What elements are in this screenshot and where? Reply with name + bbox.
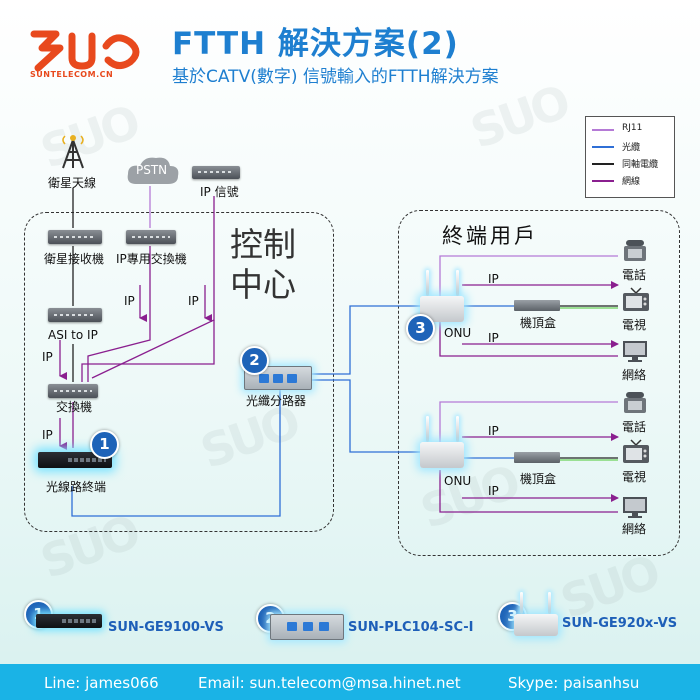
onu-antenna xyxy=(456,416,459,442)
switch-device xyxy=(48,384,98,398)
computer-icon xyxy=(623,497,647,518)
phone-label: 電話 xyxy=(622,420,647,434)
asi-to-ip-device xyxy=(48,308,102,322)
onu-device xyxy=(420,442,464,468)
olt-device xyxy=(38,452,112,468)
page-subtitle: 基於CATV(數字) 信號輸入的FTTH解決方案 xyxy=(172,67,499,87)
phone-label: 電話 xyxy=(622,268,647,282)
product-olt-image xyxy=(36,614,102,628)
onu-antenna xyxy=(426,270,429,296)
stb-label: 機頂盒 xyxy=(520,316,557,330)
ip-switch-device xyxy=(126,230,176,244)
ip-label: IP xyxy=(488,484,499,498)
pstn-cloud-icon xyxy=(127,157,179,184)
satellite-antenna-icon xyxy=(62,135,84,169)
end-user-box xyxy=(398,210,680,556)
switch-label: 交換機 xyxy=(56,400,93,414)
product-splitter-image xyxy=(270,614,344,640)
product-model-1: SUN-GE9100-VS xyxy=(108,620,224,635)
ip-signal-label: IP 信號 xyxy=(200,185,239,199)
satellite-receiver-label: 衛星接收機 xyxy=(44,252,105,266)
tv-icon xyxy=(623,439,649,463)
end-user-title: 終端用戶 xyxy=(442,224,538,248)
legend-item-fiber: 光纜 xyxy=(592,140,670,153)
control-center-title-line1: 控制 xyxy=(230,225,296,264)
suntelecom-logo xyxy=(30,30,140,72)
footer-skype: Skype: paisanhsu xyxy=(508,674,640,692)
ip-label: IP xyxy=(488,331,499,345)
ip-signal-device xyxy=(192,166,240,179)
ip-label: IP xyxy=(42,350,53,364)
logo-text: SUNTELECOM.CN xyxy=(30,70,114,79)
tv-label: 電視 xyxy=(622,470,647,484)
onu-label: ONU xyxy=(444,326,472,340)
satellite-antenna-label: 衛星天線 xyxy=(48,176,97,190)
legend-item-rj11: RJ11 xyxy=(592,123,670,135)
onu-label: ONU xyxy=(444,474,472,488)
ip-label: IP xyxy=(124,294,135,308)
stb-device xyxy=(514,300,560,311)
satellite-receiver-device xyxy=(48,230,102,244)
stb-device xyxy=(514,452,560,463)
product-model-3: SUN-GE920x-VS xyxy=(562,616,678,631)
product-model-2: SUN-PLC104-SC-I xyxy=(348,620,474,635)
ip-label: IP xyxy=(488,424,499,438)
control-center-box xyxy=(24,212,334,532)
tv-label: 電視 xyxy=(622,318,647,332)
legend-item-coax: 同軸電纜 xyxy=(592,157,670,170)
tv-icon xyxy=(623,287,649,311)
badge-olt: 1 xyxy=(90,430,119,459)
pstn-label: PSTN xyxy=(136,163,168,177)
asi-to-ip-label: ASI to IP xyxy=(48,328,98,342)
legend: RJ11 光纜 同軸電纜 網線 xyxy=(585,116,675,198)
footer-bar xyxy=(0,664,700,700)
ip-label: IP xyxy=(188,294,199,308)
product-onu-image xyxy=(514,614,558,636)
phone-icon xyxy=(624,240,646,261)
phone-icon xyxy=(624,392,646,413)
stb-label: 機頂盒 xyxy=(520,472,557,486)
network-label: 網絡 xyxy=(622,522,647,536)
page-title: FTTH 解決方案(2) xyxy=(172,26,459,62)
footer-line-id: Line: james066 xyxy=(44,674,159,692)
network-label: 網絡 xyxy=(622,368,647,382)
computer-icon xyxy=(623,341,647,362)
ip-label: IP xyxy=(42,428,53,442)
product-onu-antenna xyxy=(520,592,523,614)
legend-item-network-cable: 網線 xyxy=(592,174,670,187)
footer-email: Email: sun.telecom@msa.hinet.net xyxy=(198,674,461,692)
badge-splitter: 2 xyxy=(240,346,269,375)
splitter-label: 光纖分路器 xyxy=(246,394,307,408)
ip-switch-label: IP專用交換機 xyxy=(116,252,187,266)
onu-antenna xyxy=(456,270,459,296)
badge-onu: 3 xyxy=(406,314,435,343)
product-onu-antenna xyxy=(548,592,551,614)
ip-label: IP xyxy=(488,272,499,286)
control-center-title-line2: 中心 xyxy=(230,265,296,304)
onu-antenna xyxy=(426,416,429,442)
olt-label: 光線路終端 xyxy=(46,480,107,494)
